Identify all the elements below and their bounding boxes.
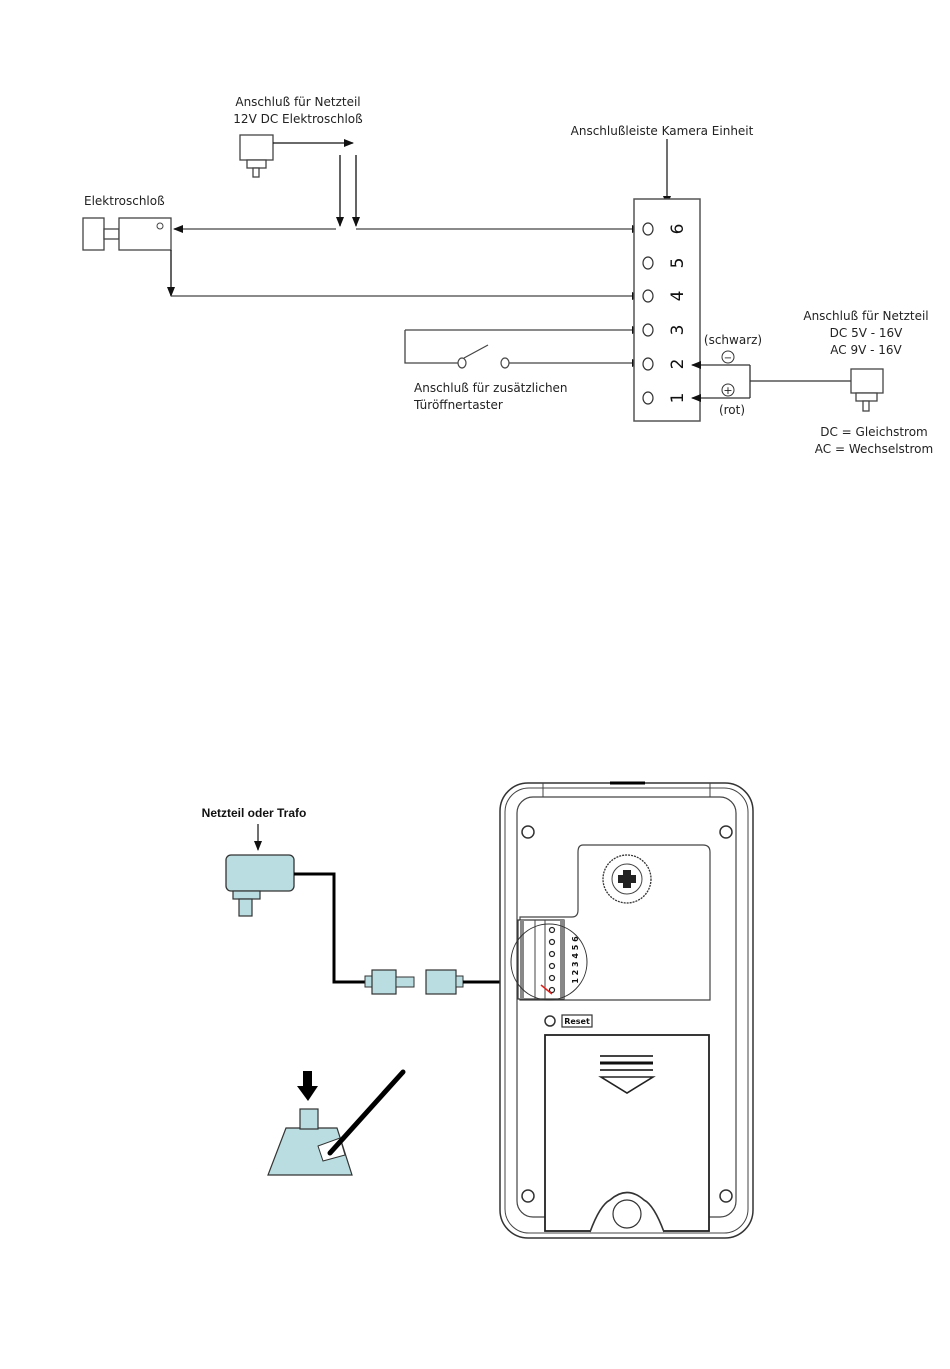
legend-dc: DC = Gleichstrom: [820, 425, 928, 439]
top-wiring-diagram: Anschluß für Netzteil 12V DC Elektroschl…: [82, 95, 933, 456]
positive-wire-label: (rot): [719, 403, 745, 417]
terminal-5-screw: [642, 256, 654, 270]
button-label-line1: Anschluß für zusätzlichen: [414, 381, 568, 395]
block-screw: [548, 950, 556, 958]
terminal-1-screw: [642, 391, 654, 405]
terminal-6-number: 6: [668, 224, 688, 235]
terminal-press-tool-icon: [267, 1069, 406, 1176]
terminal-4-screw: [642, 289, 654, 303]
cable-plug-female-icon: [425, 969, 464, 995]
reset-button: [544, 1015, 556, 1027]
main-psu-label-line2: DC 5V - 16V: [830, 326, 904, 340]
terminal-6-screw: [642, 222, 654, 236]
terminal-highlight-circle: [510, 923, 588, 1001]
negative-symbol-text: −: [724, 353, 732, 364]
terminal-2-number: 2: [668, 359, 688, 370]
screw-hole-bottom-left: [521, 1189, 535, 1203]
button-wire-left: [404, 330, 459, 364]
connection-panel: [519, 844, 711, 1001]
terminal-strip: [633, 198, 701, 422]
button-label-line2: Türöffnertaster: [413, 398, 503, 412]
block-screw: [548, 962, 556, 970]
terminal-1-number: 1: [668, 393, 688, 404]
psu-label: Netzteil oder Trafo: [202, 806, 307, 820]
screw-hole-top-right: [719, 825, 733, 839]
reset-label: Reset: [564, 1017, 590, 1026]
terminal-strip-title: Anschlußleiste Kamera Einheit: [571, 124, 754, 138]
door-opener-switch-icon: [457, 344, 510, 369]
bottom-installation-diagram: Netzteil oder Trafo: [202, 781, 754, 1239]
legend-ac: AC = Wechselstrom: [815, 442, 933, 456]
electric-lock-label: Elektroschloß: [84, 194, 165, 208]
adjustment-screw-icon: [602, 854, 652, 904]
lock-power-adapter-icon: [239, 134, 274, 178]
terminal-3-number: 3: [668, 325, 688, 336]
block-screw: [548, 938, 556, 946]
terminal-4-number: 4: [668, 291, 688, 302]
cover-release-arrow-icon: [598, 1055, 656, 1094]
power-adapter-icon: [225, 854, 295, 917]
block-screw: [548, 986, 556, 994]
negative-wire-label: (schwarz): [704, 333, 762, 347]
cable-plug-male-icon: [364, 969, 415, 995]
power-cable: [294, 872, 365, 984]
main-psu-label-line3: AC 9V - 16V: [830, 343, 902, 357]
positive-symbol-text: +: [723, 384, 732, 397]
screw-hole-top-left: [521, 825, 535, 839]
negative-symbol-icon: [721, 350, 735, 364]
terminal-block: 1 2 3 4 5 6: [517, 919, 580, 1000]
red-wire: [540, 984, 553, 995]
electric-lock-icon: [82, 217, 172, 251]
terminal-5-number: 5: [668, 258, 688, 269]
camera-unit-back: 1 2 3 4 5 6 Reset: [499, 781, 754, 1239]
mounting-lug: [589, 1191, 665, 1233]
terminal-list: 6 5 4 3 2 1: [642, 222, 688, 405]
screw-hole-bottom-right: [719, 1189, 733, 1203]
main-power-adapter-icon: [850, 368, 884, 412]
block-screw: [548, 926, 556, 934]
terminal-3-screw: [642, 323, 654, 337]
lock-psu-label-line2: 12V DC Elektroschloß: [233, 112, 363, 126]
main-psu-label-line1: Anschluß für Netzteil: [803, 309, 928, 323]
block-screw: [548, 974, 556, 982]
positive-symbol-icon: [721, 383, 735, 397]
terminal-2-screw: [642, 357, 654, 371]
terminal-numbers: 1 2 3 4 5 6: [571, 936, 580, 984]
lock-psu-label-line1: Anschluß für Netzteil: [235, 95, 360, 109]
